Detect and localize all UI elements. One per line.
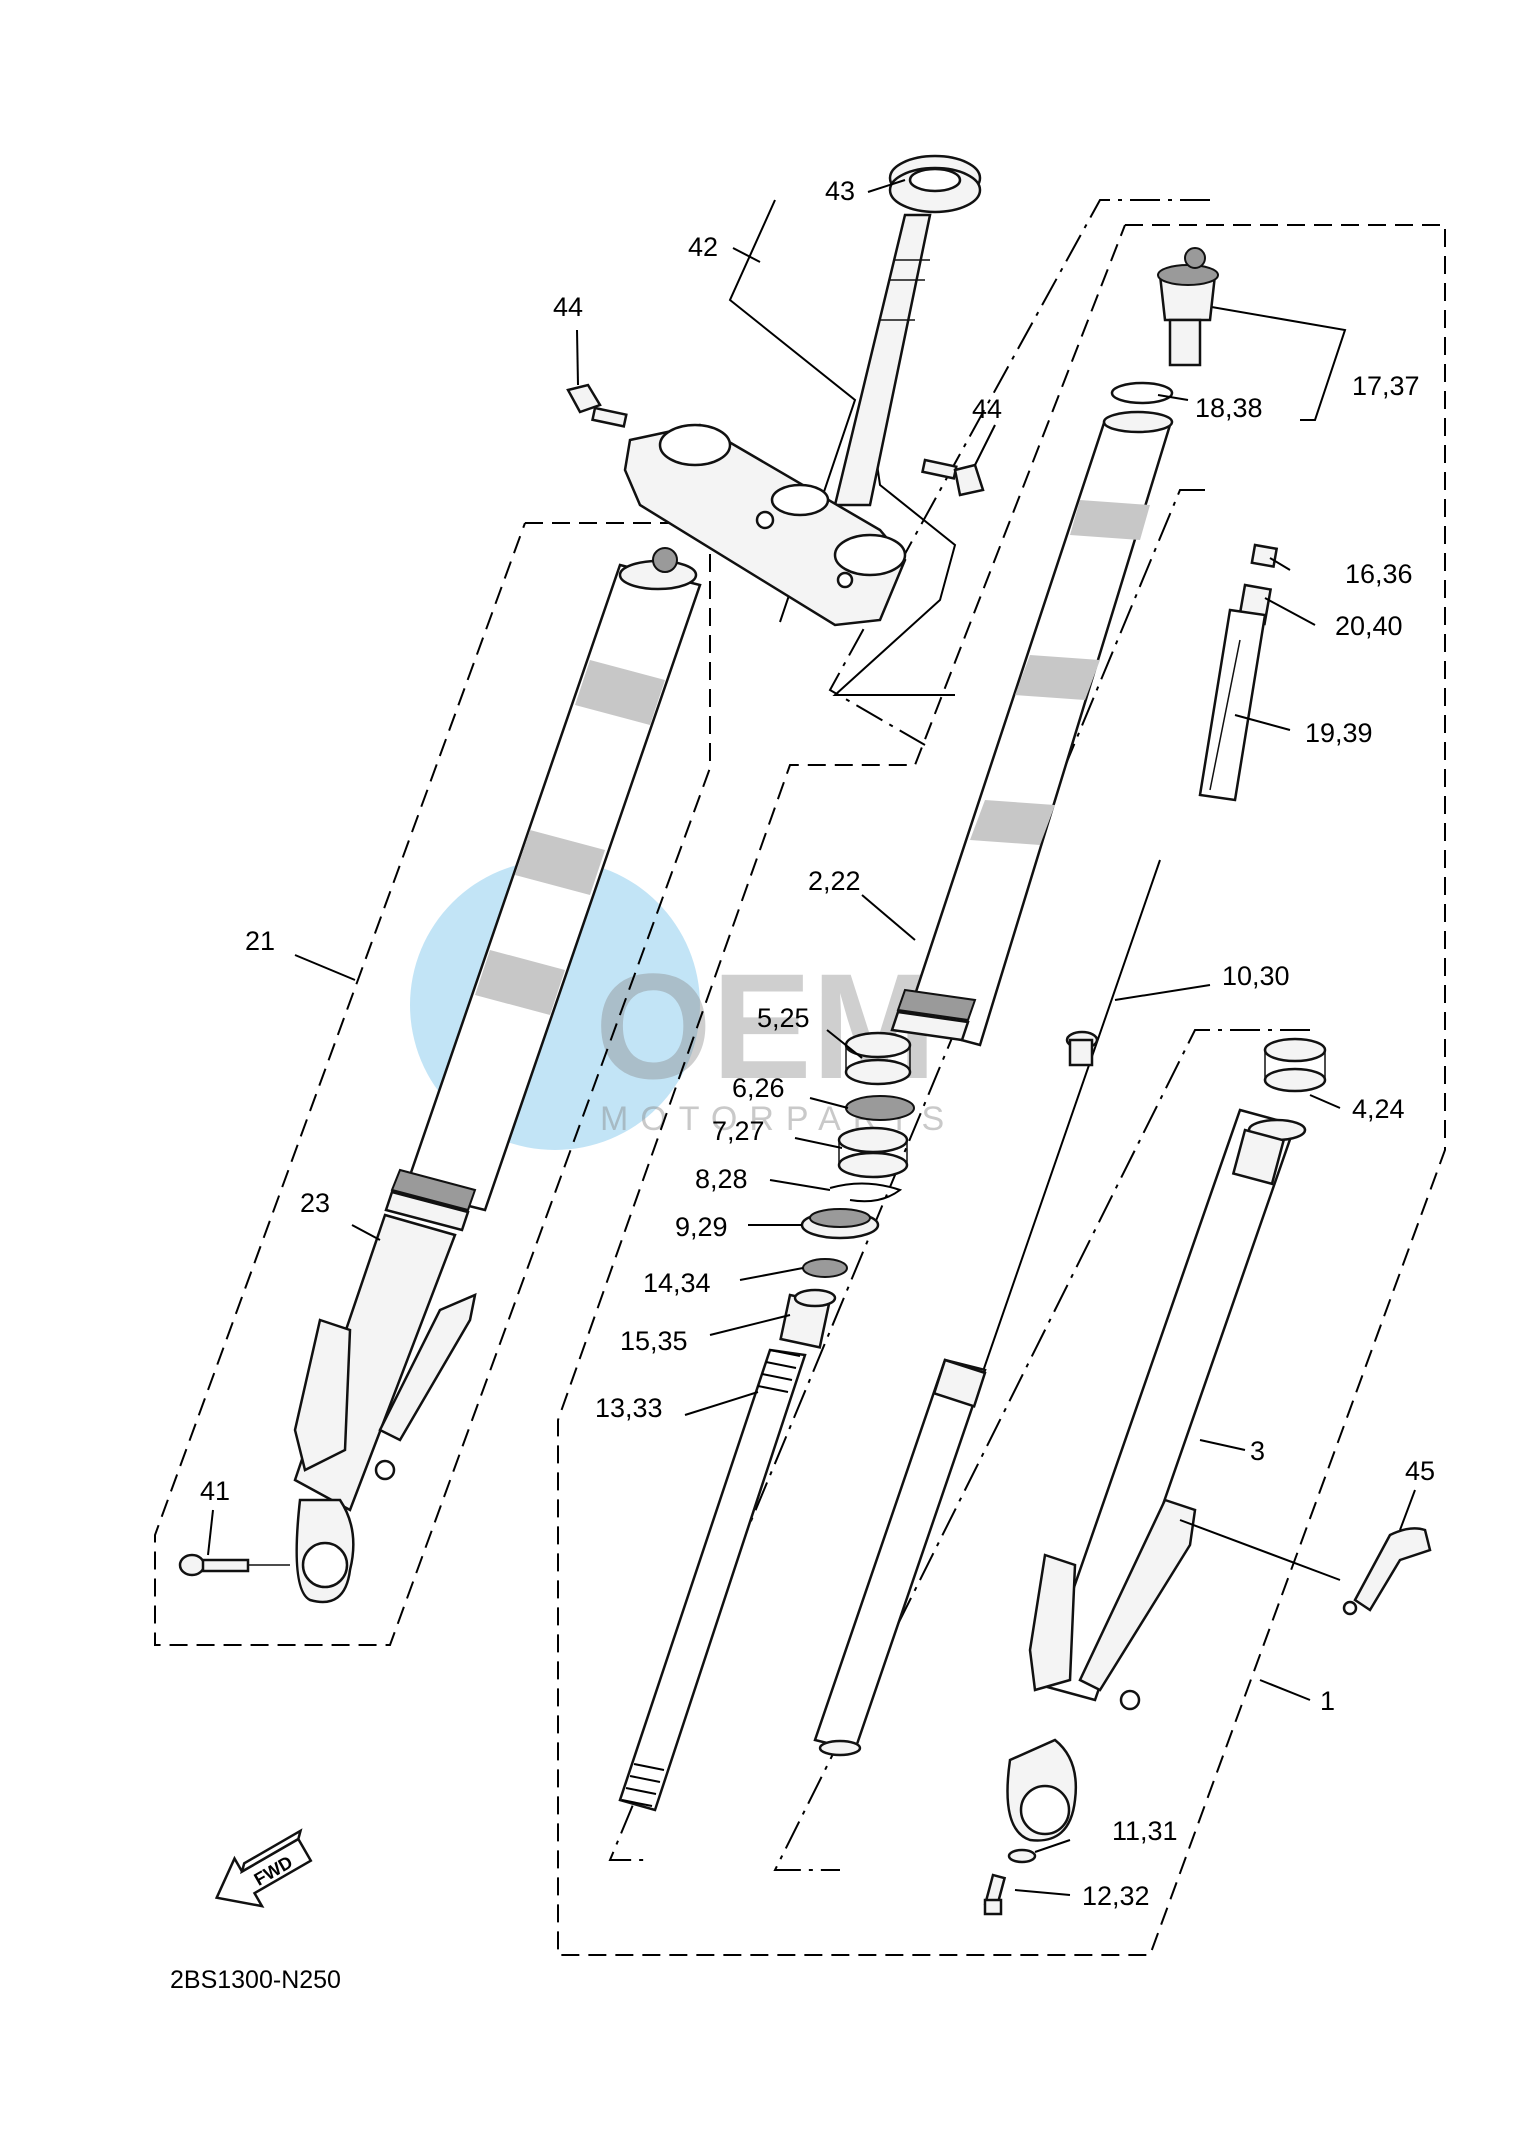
rod-19-39: [1198, 608, 1267, 802]
rod-10-30: [979, 859, 1161, 1381]
group-frames: [154, 199, 1446, 1956]
label-10-30: 10,30: [1222, 961, 1290, 991]
oil-seal-7-27: [837, 1126, 909, 1179]
bushing-5-25: [844, 1031, 912, 1086]
frame-1: [557, 224, 1446, 1956]
label-8-28: 8,28: [695, 1164, 748, 1194]
label-1: 1: [1320, 1686, 1335, 1716]
right-lower-tube-3: [1038, 1108, 1307, 1702]
frame-inner-c: [773, 1029, 1310, 1871]
label-42: 42: [688, 232, 718, 262]
clip-8-28: [829, 1182, 903, 1203]
washer-11-31: [1007, 1848, 1037, 1864]
label-44-right: 44: [972, 394, 1002, 424]
bolt-41: [178, 1553, 290, 1577]
label-5-25: 5,25: [757, 1003, 810, 1033]
bushing-4-24: [1263, 1037, 1327, 1093]
label-19-39: 19,39: [1305, 718, 1373, 748]
frame-44-box: [832, 449, 957, 696]
label-3: 3: [1250, 1436, 1265, 1466]
bolt-44-left: [566, 383, 628, 428]
ring-14-34: [802, 1258, 848, 1278]
frame-17-bracket: [1199, 304, 1347, 421]
fwd-arrow-icon: FWD: [214, 1828, 313, 1908]
triple-clamp: [623, 423, 907, 627]
left-fork-21: [384, 547, 702, 1232]
label-2-22: 2,22: [808, 866, 861, 896]
label-14-34: 14,34: [643, 1268, 711, 1298]
leader-lines: [207, 179, 1416, 1896]
frame-inner-a: [828, 199, 1210, 746]
label-18-38: 18,38: [1195, 393, 1263, 423]
label-41: 41: [200, 1476, 230, 1506]
o-ring-18-38: [1110, 381, 1174, 405]
label-4-24: 4,24: [1352, 1094, 1405, 1124]
label-13-33: 13,33: [595, 1393, 663, 1423]
bolt-12-32: [983, 1873, 1007, 1916]
frame-21: [154, 522, 711, 1646]
label-45: 45: [1405, 1456, 1435, 1486]
spacer-15-35: [779, 1288, 837, 1349]
right-outer-tube-2-22: [890, 410, 1174, 1047]
label-12-32: 12,32: [1082, 1881, 1150, 1911]
label-6-26: 6,26: [732, 1073, 785, 1103]
spring-13-33: [618, 1348, 807, 1812]
locknut-16-36: [1250, 543, 1279, 568]
right-axle-holder: [1006, 1498, 1197, 1842]
label-17-37: 17,37: [1352, 371, 1420, 401]
label-20-40: 20,40: [1335, 611, 1403, 641]
label-7-27: 7,27: [712, 1116, 765, 1146]
left-lower-leg-23: [293, 1213, 477, 1604]
label-23: 23: [300, 1188, 330, 1218]
dust-seal-9-29: [800, 1208, 880, 1240]
part-labels: 43 42 44 44 17,37 18,38 16,36 20,40 19,3…: [200, 176, 1435, 1911]
label-21: 21: [245, 926, 275, 956]
label-15-35: 15,35: [620, 1326, 688, 1356]
steering-stem: [833, 213, 932, 507]
label-11-31: 11,31: [1112, 1816, 1178, 1846]
figure-code: 2BS1300-N250: [170, 1966, 341, 1994]
cap-bolt-17-37: [1157, 247, 1219, 367]
washer-6-26: [845, 1095, 915, 1121]
bolt-44-right: [921, 458, 985, 497]
label-9-29: 9,29: [675, 1212, 728, 1242]
label-16-36: 16,36: [1345, 559, 1413, 589]
bracket-45: [1342, 1527, 1432, 1616]
bearing-43: [888, 154, 982, 214]
cartridge: [813, 1358, 987, 1757]
label-44-left: 44: [553, 292, 583, 322]
label-43: 43: [825, 176, 855, 206]
